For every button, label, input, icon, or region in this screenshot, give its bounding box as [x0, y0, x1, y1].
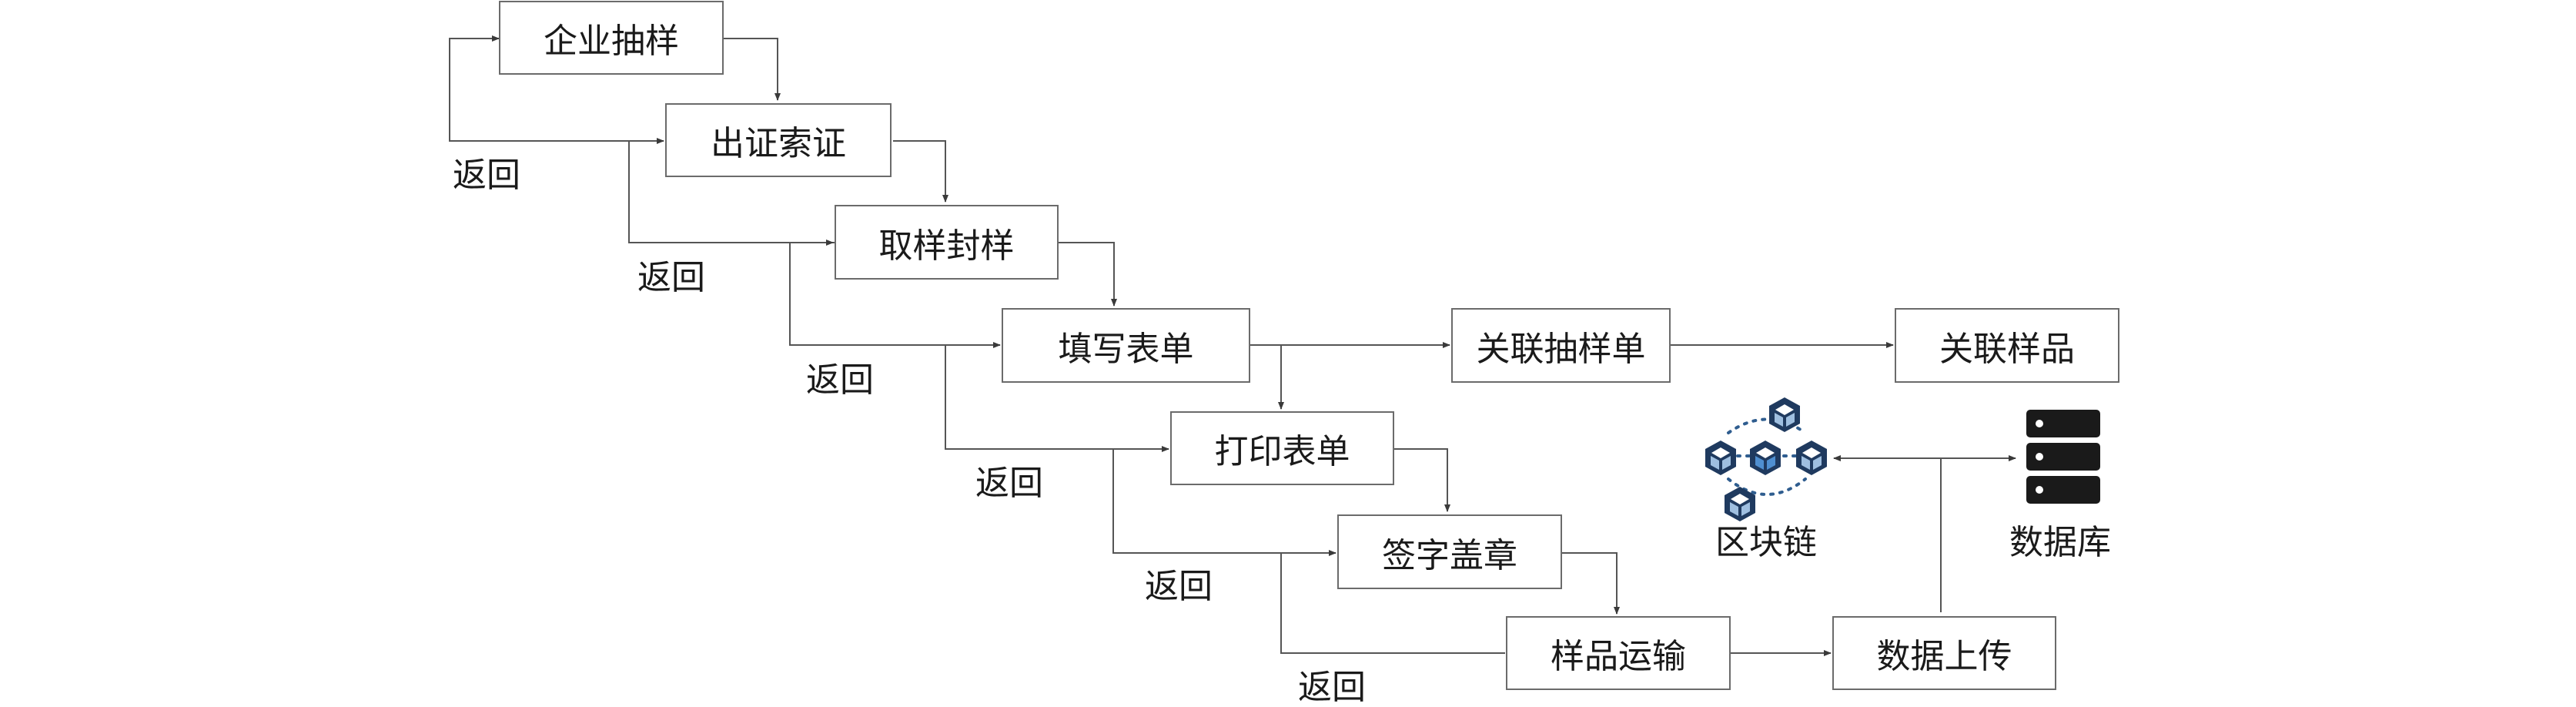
step-enterprise-sampling: 企业抽样	[499, 1, 724, 75]
arrow-s2-s3	[893, 140, 948, 203]
step-fill-form: 填写表单	[1002, 308, 1250, 383]
return-loop-4	[945, 342, 1113, 450]
return-label: 返回	[453, 156, 520, 195]
step-sample-sealing: 取样封样	[835, 205, 1059, 280]
step-print-form: 打印表单	[1170, 411, 1394, 485]
step-link-sample: 关联样品	[1895, 308, 2119, 383]
arrow-s6-s7	[1562, 552, 1620, 615]
return-loop-3	[789, 240, 946, 346]
return-loop-5	[1112, 446, 1281, 554]
step-data-upload: 数据上传	[1832, 616, 2056, 690]
return-label: 返回	[806, 360, 874, 400]
return-label: 返回	[637, 258, 705, 297]
blockchain-label: 区块链	[1715, 523, 1817, 562]
return-loop-6	[1280, 550, 1505, 654]
step-certificate-request: 出证索证	[665, 103, 892, 177]
arrow-s4-s5	[1250, 344, 1284, 410]
return-loop-1	[449, 35, 629, 142]
return-label: 返回	[1298, 668, 1366, 707]
return-label: 返回	[975, 464, 1043, 503]
step-link-sampling-form: 关联抽样单	[1451, 308, 1671, 383]
blockchain-icon	[1705, 397, 1827, 521]
arrow-s5-s6	[1393, 448, 1450, 512]
arrow-s3-s4	[1059, 242, 1117, 307]
step-sample-transport: 样品运输	[1506, 616, 1731, 690]
arrow-s1-s2	[724, 38, 781, 101]
database-server-icon	[2026, 410, 2100, 504]
step-sign-stamp: 签字盖章	[1337, 514, 1562, 589]
database-label: 数据库	[2009, 523, 2111, 562]
return-label: 返回	[1145, 567, 1213, 606]
return-loop-2	[628, 138, 835, 243]
